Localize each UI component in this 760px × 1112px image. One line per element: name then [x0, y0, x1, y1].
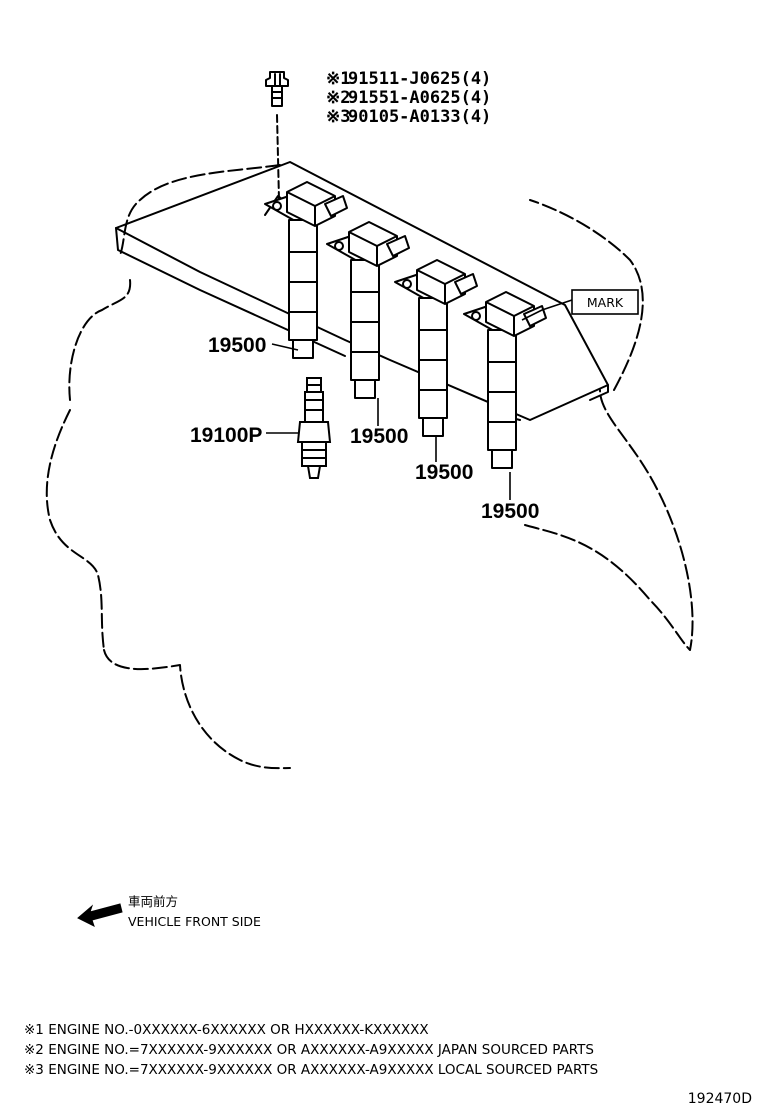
mark-leader-line [521, 299, 573, 321]
front-arrow-icon [77, 903, 123, 927]
ignition-coil [326, 221, 410, 399]
coil-part-label: 19500 [415, 461, 473, 484]
bolt-callout-2-part: 91551-A0625(4) [348, 88, 491, 108]
ignition-coil [264, 181, 348, 359]
diagram-code: 192470D [687, 1091, 752, 1107]
bolt-callout-3-part: 90105-A0133(4) [348, 107, 491, 127]
leader-line [271, 343, 299, 351]
spark-plug [296, 377, 332, 479]
bolt [264, 71, 291, 216]
direction-label-jp: 車両前方 [128, 894, 178, 909]
bolt-callout-1-part: 91511-J0625(4) [348, 69, 491, 89]
bolt-callout-3-marker: ※3 [326, 107, 350, 127]
engine-note-3: ※3 ENGINE NO.=7XXXXXX-9XXXXXX OR AXXXXXX… [24, 1062, 599, 1078]
bolt-callout-2-marker: ※2 [326, 88, 350, 108]
engine-note-1: ※1 ENGINE NO.-0XXXXXX-6XXXXXX OR HXXXXXX… [24, 1022, 429, 1038]
engine-outline [45, 164, 694, 770]
direction-label-en: VEHICLE FRONT SIDE [128, 914, 261, 929]
coil-part-label: 19500 [208, 334, 266, 357]
spark-plug-part-label: 19100P [190, 424, 262, 447]
mark-box [571, 289, 639, 315]
coil-part-label: 19500 [350, 425, 408, 448]
mark-label: MARK [587, 295, 624, 310]
ignition-coil [463, 291, 547, 469]
ignition-coil [394, 259, 478, 437]
bolt-callout-1-marker: ※1 [326, 69, 350, 89]
coil-part-label: 19500 [481, 500, 539, 523]
engine-note-2: ※2 ENGINE NO.=7XXXXXX-9XXXXXX OR AXXXXXX… [24, 1042, 594, 1058]
